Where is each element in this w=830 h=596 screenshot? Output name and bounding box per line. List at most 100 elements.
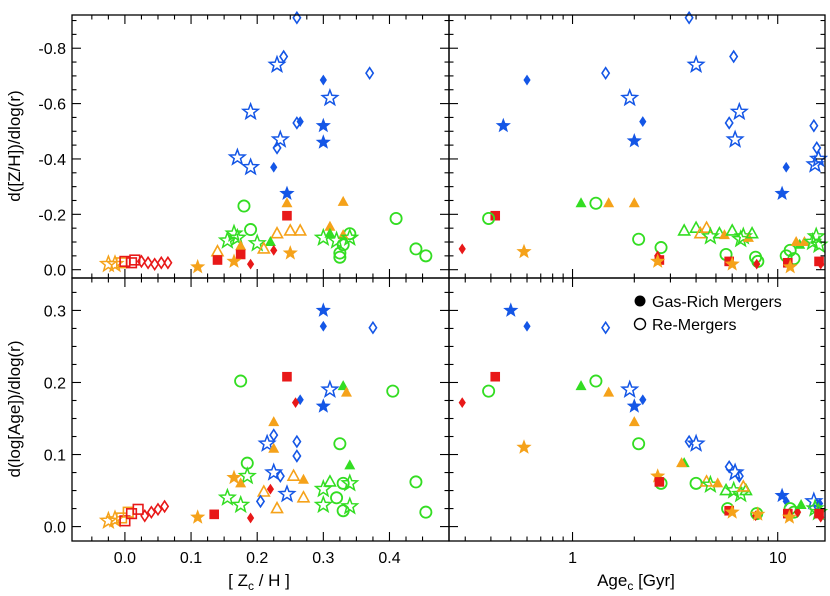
data-point-star bbox=[782, 258, 798, 274]
data-point-star bbox=[227, 227, 248, 247]
data-point-diamond bbox=[458, 243, 466, 255]
data-point-circle bbox=[333, 250, 347, 264]
data-point-diamond bbox=[255, 494, 266, 509]
panel-frame bbox=[448, 14, 826, 279]
legend-filled-marker-icon bbox=[634, 295, 646, 307]
data-point-circle bbox=[589, 374, 603, 388]
data-point-triangle bbox=[603, 197, 615, 208]
data-point-square bbox=[119, 515, 131, 527]
data-point-circle bbox=[654, 241, 668, 255]
data-point-star bbox=[686, 54, 706, 74]
data-point-diamond bbox=[601, 320, 611, 335]
data-point-star bbox=[320, 87, 340, 107]
data-point-triangle bbox=[745, 226, 759, 239]
data-point-triangle bbox=[575, 380, 587, 391]
data-point-star bbox=[315, 117, 331, 133]
ticks bbox=[72, 278, 449, 541]
data-point-circle bbox=[244, 223, 258, 237]
panel-top-right bbox=[448, 10, 829, 279]
data-point-diamond bbox=[684, 10, 694, 25]
data-point-circle bbox=[632, 232, 646, 246]
data-point-diamond bbox=[296, 116, 304, 127]
y-tick-label: 0.1 bbox=[44, 448, 66, 465]
data-point-triangle bbox=[798, 236, 810, 247]
data-point-square bbox=[814, 508, 824, 519]
data-point-square bbox=[490, 210, 501, 221]
data-point-circle bbox=[234, 374, 248, 388]
data-point-diamond bbox=[143, 255, 153, 270]
data-point-star bbox=[516, 243, 532, 259]
data-point-diamond bbox=[163, 255, 173, 270]
panel-top-left: 0.0-0.2-0.4-0.6-0.8 bbox=[38, 10, 450, 280]
legend: Gas-Rich Mergers Re-Mergers bbox=[633, 294, 782, 334]
data-point-star bbox=[620, 87, 640, 107]
data-point-star bbox=[320, 379, 340, 398]
data-point-star bbox=[315, 134, 331, 149]
data-point-star bbox=[626, 133, 642, 148]
x-tick-label: 1 bbox=[568, 550, 577, 567]
data-point-diamond bbox=[794, 506, 802, 518]
ticks bbox=[72, 15, 449, 278]
data-point-star bbox=[226, 253, 242, 268]
data-point-star bbox=[279, 185, 295, 200]
data-point-triangle bbox=[264, 236, 276, 247]
data-point-diamond bbox=[365, 66, 375, 80]
data-point-diamond bbox=[817, 258, 825, 270]
data-point-star bbox=[503, 302, 519, 317]
legend-open-marker-icon bbox=[633, 317, 647, 331]
y-tick-label: -0.2 bbox=[38, 207, 66, 224]
data-point-triangle bbox=[628, 197, 640, 208]
data-point-circle bbox=[589, 196, 603, 210]
data-point-star bbox=[781, 509, 797, 524]
panel-frame bbox=[71, 14, 450, 279]
data-point-circle bbox=[689, 476, 703, 490]
data-point-diamond bbox=[292, 10, 302, 25]
data-point-diamond bbox=[753, 258, 761, 270]
data-point-diamond bbox=[729, 49, 739, 64]
data-point-star bbox=[805, 154, 825, 173]
markers bbox=[458, 10, 829, 274]
data-point-triangle bbox=[256, 241, 271, 254]
ticks bbox=[449, 15, 825, 278]
ticks bbox=[449, 278, 825, 541]
markers bbox=[98, 10, 433, 274]
data-point-diamond bbox=[150, 257, 160, 272]
data-point-star bbox=[190, 258, 206, 274]
data-point-diamond bbox=[153, 502, 163, 517]
data-point-star bbox=[774, 487, 790, 503]
data-point-triangle bbox=[337, 195, 349, 206]
data-point-star bbox=[340, 473, 360, 492]
data-point-triangle bbox=[628, 416, 640, 427]
data-point-star bbox=[315, 398, 331, 413]
data-point-triangle bbox=[677, 223, 692, 236]
data-point-circle bbox=[330, 491, 344, 505]
data-point-triangle bbox=[268, 416, 280, 427]
data-point-star bbox=[729, 101, 749, 121]
y-tick-label: 0.0 bbox=[44, 263, 66, 280]
data-point-triangle bbox=[340, 386, 352, 397]
data-point-triangle bbox=[712, 477, 724, 488]
data-point-star bbox=[264, 462, 284, 481]
data-point-star bbox=[326, 230, 347, 249]
data-point-diamond bbox=[246, 258, 255, 270]
data-point-circle bbox=[419, 249, 433, 263]
data-point-star bbox=[226, 469, 242, 485]
data-point-circle bbox=[482, 211, 496, 225]
data-point-triangle bbox=[689, 220, 703, 233]
data-point-diamond bbox=[368, 320, 378, 335]
data-point-star bbox=[224, 223, 244, 242]
data-point-star bbox=[620, 379, 640, 398]
x-axis-label-age: Agec [Gyr] bbox=[597, 571, 675, 593]
panel-frame bbox=[448, 277, 826, 542]
data-point-diamond bbox=[639, 116, 647, 127]
data-point-star bbox=[267, 54, 287, 74]
data-point-triangle bbox=[742, 231, 754, 242]
data-point-square bbox=[490, 371, 501, 382]
data-point-diamond bbox=[817, 511, 825, 523]
data-point-triangle bbox=[736, 479, 751, 492]
data-point-star bbox=[247, 233, 267, 252]
data-point-star bbox=[650, 468, 666, 483]
panel-frame bbox=[71, 277, 450, 542]
data-point-triangle bbox=[712, 226, 727, 239]
